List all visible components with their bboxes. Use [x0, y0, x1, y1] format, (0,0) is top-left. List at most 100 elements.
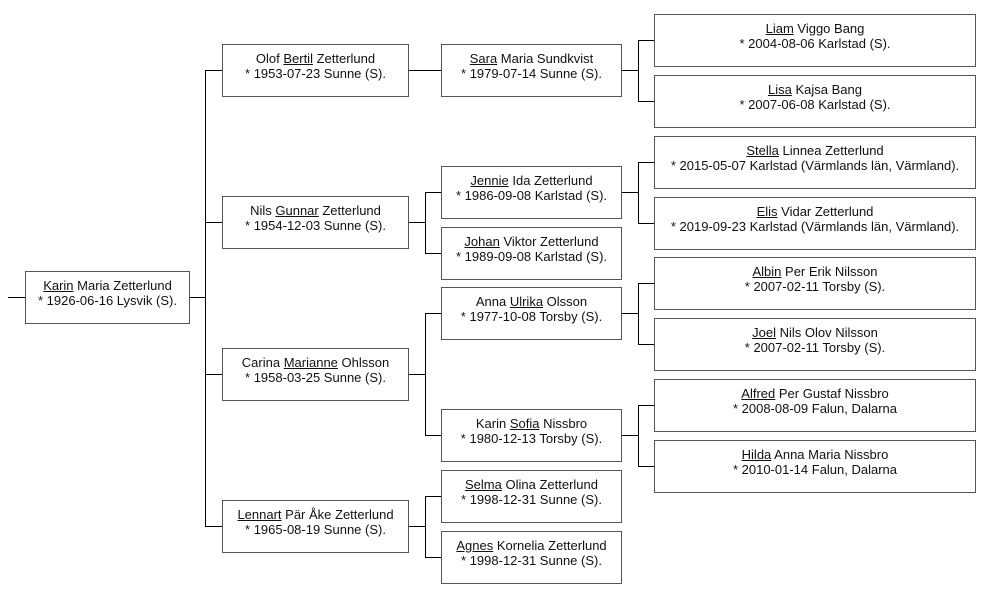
person-name: Karin Maria Zetterlund: [43, 278, 172, 293]
connector-line: [622, 192, 638, 193]
called-name: Joel: [752, 325, 776, 340]
person-name: Elis Vidar Zetterlund: [756, 204, 874, 219]
person-johan-viktor-zetterlund[interactable]: Johan Viktor Zetterlund * 1989-09-08 Kar…: [441, 227, 622, 280]
person-jennie-ida-zetterlund[interactable]: Jennie Ida Zetterlund * 1986-09-08 Karls…: [441, 166, 622, 219]
person-nils-gunnar-zetterlund[interactable]: Nils Gunnar Zetterlund * 1954-12-03 Sunn…: [222, 196, 409, 249]
called-name: Elis: [756, 204, 778, 219]
connector-line: [638, 283, 639, 344]
person-lisa-kajsa-bang[interactable]: Lisa Kajsa Bang * 2007-06-08 Karlstad (S…: [654, 75, 976, 128]
called-name: Lisa: [768, 82, 792, 97]
person-name: Johan Viktor Zetterlund: [464, 234, 599, 249]
connector-line: [638, 162, 639, 223]
person-carina-marianne-ohlsson[interactable]: Carina Marianne Ohlsson * 1958-03-25 Sun…: [222, 348, 409, 401]
called-name: Hilda: [741, 447, 772, 462]
person-joel-nils-olov-nilsson[interactable]: Joel Nils Olov Nilsson * 2007-02-11 Tors…: [654, 318, 976, 371]
called-name: Selma: [465, 477, 502, 492]
connector-line: [425, 192, 426, 253]
person-birth: * 1954-12-03 Sunne (S).: [245, 218, 386, 233]
person-selma-olina-zetterlund[interactable]: Selma Olina Zetterlund * 1998-12-31 Sunn…: [441, 470, 622, 523]
person-name: Hilda Anna Maria Nissbro: [741, 447, 889, 462]
person-anna-ulrika-olsson[interactable]: Anna Ulrika Olsson * 1977-10-08 Torsby (…: [441, 287, 622, 340]
person-birth: * 2019-09-23 Karlstad (Värmlands län, Vä…: [670, 219, 960, 234]
person-name: Agnes Kornelia Zetterlund: [456, 538, 607, 553]
person-birth: * 2008-08-09 Falun, Dalarna: [732, 401, 898, 416]
connector-line: [638, 223, 654, 224]
person-birth: * 1989-09-08 Karlstad (S).: [455, 249, 608, 264]
person-name: Joel Nils Olov Nilsson: [752, 325, 878, 340]
called-name: Jennie: [470, 173, 509, 188]
connector-line: [425, 435, 441, 436]
person-agnes-kornelia-zetterlund[interactable]: Agnes Kornelia Zetterlund * 1998-12-31 S…: [441, 531, 622, 584]
connector-line: [205, 70, 206, 526]
person-liam-viggo-bang[interactable]: Liam Viggo Bang * 2004-08-06 Karlstad (S…: [654, 14, 976, 67]
connector-line: [425, 313, 441, 314]
person-olof-bertil-zetterlund[interactable]: Olof Bertil Zetterlund * 1953-07-23 Sunn…: [222, 44, 409, 97]
connector-line: [205, 374, 222, 375]
person-name: Nils Gunnar Zetterlund: [250, 203, 381, 218]
connector-line: [638, 405, 654, 406]
person-birth: * 1926-06-16 Lysvik (S).: [38, 293, 177, 308]
connector-line: [638, 162, 654, 163]
connector-line: [425, 313, 426, 435]
person-birth: * 2007-06-08 Karlstad (S).: [739, 97, 891, 112]
person-name: Lisa Kajsa Bang: [768, 82, 862, 97]
connector-line: [638, 40, 654, 41]
person-birth: * 2007-02-11 Torsby (S).: [744, 340, 886, 355]
connector-line: [425, 192, 441, 193]
called-name: Bertil: [283, 51, 313, 66]
called-name: Agnes: [456, 538, 494, 553]
called-name: Lennart: [237, 507, 282, 522]
called-name: Alfred: [741, 386, 776, 401]
called-name: Liam: [765, 21, 794, 36]
called-name: Sofia: [509, 416, 540, 431]
person-name: Stella Linnea Zetterlund: [746, 143, 884, 158]
person-name: Liam Viggo Bang: [765, 21, 865, 36]
person-albin-per-erik-nilsson[interactable]: Albin Per Erik Nilsson * 2007-02-11 Tors…: [654, 257, 976, 310]
person-alfred-per-gustaf-nissbro[interactable]: Alfred Per Gustaf Nissbro * 2008-08-09 F…: [654, 379, 976, 432]
connector-line: [638, 405, 639, 466]
person-birth: * 1980-12-13 Torsby (S).: [460, 431, 603, 446]
connector-line: [425, 557, 441, 558]
person-name: Alfred Per Gustaf Nissbro: [741, 386, 889, 401]
person-birth: * 1986-09-08 Karlstad (S).: [455, 188, 608, 203]
connector-line: [190, 297, 205, 298]
person-birth: * 1998-12-31 Sunne (S).: [461, 492, 602, 507]
person-stella-linnea-zetterlund[interactable]: Stella Linnea Zetterlund * 2015-05-07 Ka…: [654, 136, 976, 189]
called-name: Sara: [469, 51, 498, 66]
connector-line: [409, 70, 441, 71]
person-elis-vidar-zetterlund[interactable]: Elis Vidar Zetterlund * 2019-09-23 Karls…: [654, 197, 976, 250]
person-lennart-par-ake-zetterlund[interactable]: Lennart Pär Åke Zetterlund * 1965-08-19 …: [222, 500, 409, 553]
person-name: Jennie Ida Zetterlund: [470, 173, 593, 188]
connector-line: [622, 70, 638, 71]
called-name: Gunnar: [275, 203, 319, 218]
connector-line: [205, 222, 222, 223]
called-name: Marianne: [283, 355, 338, 370]
person-name: Albin Per Erik Nilsson: [752, 264, 878, 279]
connector-line: [425, 496, 441, 497]
connector-line: [638, 283, 654, 284]
person-birth: * 1953-07-23 Sunne (S).: [245, 66, 386, 81]
person-karin-maria-zetterlund[interactable]: Karin Maria Zetterlund * 1926-06-16 Lysv…: [25, 271, 190, 324]
person-birth: * 2010-01-14 Falun, Dalarna: [732, 462, 898, 477]
person-birth: * 1998-12-31 Sunne (S).: [461, 553, 602, 568]
person-karin-sofia-nissbro[interactable]: Karin Sofia Nissbro * 1980-12-13 Torsby …: [441, 409, 622, 462]
connector-line: [425, 253, 441, 254]
person-birth: * 1958-03-25 Sunne (S).: [245, 370, 386, 385]
person-name: Carina Marianne Ohlsson: [241, 355, 390, 370]
person-birth: * 2015-05-07 Karlstad (Värmlands län, Vä…: [670, 158, 960, 173]
connector-line: [638, 466, 654, 467]
person-name: Selma Olina Zetterlund: [465, 477, 598, 492]
called-name: Karin: [43, 278, 74, 293]
connector-line: [638, 101, 654, 102]
person-birth: * 1965-08-19 Sunne (S).: [245, 522, 386, 537]
connector-line: [622, 435, 638, 436]
called-name: Johan: [464, 234, 500, 249]
called-name: Albin: [752, 264, 782, 279]
person-name: Karin Sofia Nissbro: [475, 416, 588, 431]
person-sara-maria-sundkvist[interactable]: Sara Maria Sundkvist * 1979-07-14 Sunne …: [441, 44, 622, 97]
connector-line: [622, 313, 638, 314]
called-name: Ulrika: [509, 294, 544, 309]
person-birth: * 2004-08-06 Karlstad (S).: [739, 36, 891, 51]
person-hilda-anna-maria-nissbro[interactable]: Hilda Anna Maria Nissbro * 2010-01-14 Fa…: [654, 440, 976, 493]
